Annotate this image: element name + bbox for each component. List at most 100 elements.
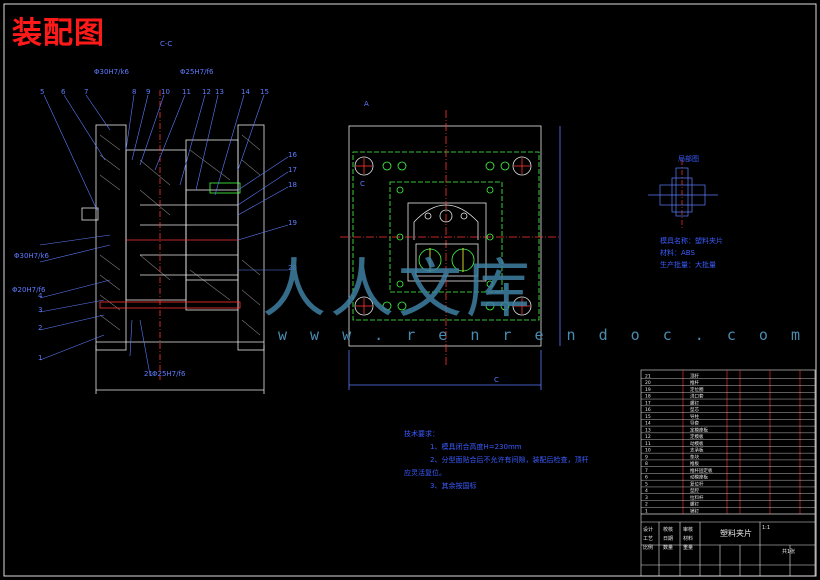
title-block-row-name: 浇口套: [690, 393, 704, 400]
technical-requirements: 技术要求： 1、模具闭合高度H=230mm 2、分型面贴合后不允许有间隙，装配后…: [404, 428, 588, 493]
title-block-row-name: 定位圈: [690, 386, 704, 393]
title-block-row-number: 19: [645, 387, 651, 393]
title-block-row-number: 20: [645, 380, 651, 386]
title-block-row-number: 21: [645, 373, 651, 379]
title-block-row-name: 螺钉: [690, 399, 699, 406]
title-block-row-name: 导柱: [690, 413, 699, 420]
title-block-row-name: 复位杆: [690, 480, 704, 487]
title-block-label: 审核: [683, 527, 694, 533]
fit-label-1: Φ30H7/k6: [94, 68, 129, 76]
detail-note-line: 生产批量：大批量: [660, 261, 716, 269]
part-number-17: 17: [288, 166, 297, 174]
part-number-2: 2: [38, 324, 43, 332]
title-block-row-name: 动模板: [690, 440, 704, 447]
part-number-14: 14: [241, 88, 250, 96]
title-block-part-name: 塑料夹片: [720, 529, 752, 538]
title-block-row-number: 14: [645, 421, 651, 427]
title-block-row-number: 13: [645, 427, 651, 433]
part-number-7: 7: [84, 88, 89, 96]
part-number-21: 21: [144, 370, 153, 378]
tech-item: 2、分型面贴合后不允许有间隙，装配后检查，顶杆: [430, 456, 589, 464]
watermark-logo: 人人文库: [262, 253, 534, 327]
title-block-row-number: 18: [645, 394, 651, 400]
title-block-label: 数量: [663, 545, 674, 551]
title-block-sheet: 共1张: [782, 549, 796, 555]
title-block-row-number: 5: [645, 481, 648, 487]
title-block-row-number: 3: [645, 495, 648, 501]
title-block-row-number: 8: [645, 461, 648, 467]
title-block-row-number: 2: [645, 502, 648, 508]
title-block-row-number: 15: [645, 414, 651, 420]
fit-label-4: Φ20H7/f6: [12, 286, 46, 294]
part-number-12: 12: [202, 88, 211, 96]
title-block-label: 比例: [643, 545, 654, 551]
title-block-row-name: 动模座板: [690, 474, 708, 481]
plan-view: [340, 110, 561, 390]
title-block-row-name: 推杆固定板: [690, 467, 713, 474]
title-block-row-name: 定模板: [690, 433, 704, 440]
title-block-label: 校核: [663, 527, 674, 533]
part-number-13: 13: [215, 88, 224, 96]
title-block-row-name: 顶杆: [690, 372, 699, 379]
section-view: [81, 90, 265, 394]
title-block-row-number: 6: [645, 475, 648, 481]
title-block-label: 设计: [643, 527, 654, 533]
part-number-3: 3: [38, 306, 43, 314]
part-number-5: 5: [40, 88, 45, 96]
title-block-row-name: 型芯: [690, 406, 699, 413]
title-block-row-name: 拉料杆: [690, 494, 704, 501]
tech-item: 1、模具闭合高度H=230mm: [430, 443, 522, 451]
title-block-label: 重量: [683, 545, 694, 551]
title-block-row-name: 定模座板: [690, 426, 708, 433]
tech-item: 应灵活复位。: [404, 469, 446, 477]
fit-label-3: Φ30H7/k6: [14, 252, 49, 260]
tech-heading: 技术要求：: [404, 430, 439, 438]
title-block-row-name: 螺钉: [690, 501, 699, 508]
tech-item: 3、其余按国标: [430, 482, 477, 490]
title-block-row-number: 7: [645, 468, 648, 474]
title-block-row-number: 11: [645, 441, 651, 447]
part-number-20: 20: [288, 264, 297, 272]
plan-mark-c2: C: [494, 376, 499, 384]
title-block-scale: 1:1: [762, 525, 771, 531]
detail-view: [648, 160, 718, 230]
part-number-11: 11: [182, 88, 191, 96]
title-block-row-number: 4: [645, 488, 648, 494]
part-number-19: 19: [288, 219, 297, 227]
drawing-title: 装配图: [12, 16, 105, 51]
plan-mark-a: A: [364, 100, 369, 108]
title-block-row-name: 型腔: [690, 487, 699, 494]
title-block-row-number: 1: [645, 509, 648, 515]
detail-note-line: 模具名称：塑料夹片: [660, 237, 723, 245]
title-block-row-name: 推杆: [690, 379, 699, 386]
part-number-10: 10: [161, 88, 170, 96]
title-block-row-number: 9: [645, 454, 648, 460]
title-block-row-number: 17: [645, 400, 651, 406]
part-number-1: 1: [38, 354, 43, 362]
detail-note-title: 局部图: [678, 155, 699, 163]
part-number-4: 4: [38, 292, 43, 300]
section-tag: C-C: [160, 40, 173, 48]
part-number-18: 18: [288, 181, 297, 189]
title-block-row-name: 导套: [690, 420, 699, 427]
part-number-8: 8: [132, 88, 137, 96]
title-block-row-number: 16: [645, 407, 651, 413]
drawing-frame: [3, 3, 817, 577]
leader-lines: [39, 94, 289, 376]
title-block-row-name: 支承板: [690, 447, 704, 454]
watermark-url: w w w . r e n r e n d o c . c o m: [278, 326, 808, 344]
part-number-15: 15: [260, 88, 269, 96]
part-number-6: 6: [61, 88, 66, 96]
title-block-row-number: 10: [645, 448, 651, 454]
title-block-label: 工艺: [643, 536, 654, 542]
title-block-row-name: 销钉: [690, 508, 699, 515]
plan-mark-c1: C: [360, 180, 365, 188]
title-block-label: 日期: [663, 536, 674, 542]
part-number-9: 9: [146, 88, 151, 96]
part-number-16: 16: [288, 151, 297, 159]
detail-note: 局部图 模具名称：塑料夹片 材料：ABS 生产批量：大批量: [660, 153, 723, 271]
title-block-row-name: 垫块: [690, 453, 699, 460]
fit-label-5: Φ25H7/f6: [152, 370, 186, 378]
